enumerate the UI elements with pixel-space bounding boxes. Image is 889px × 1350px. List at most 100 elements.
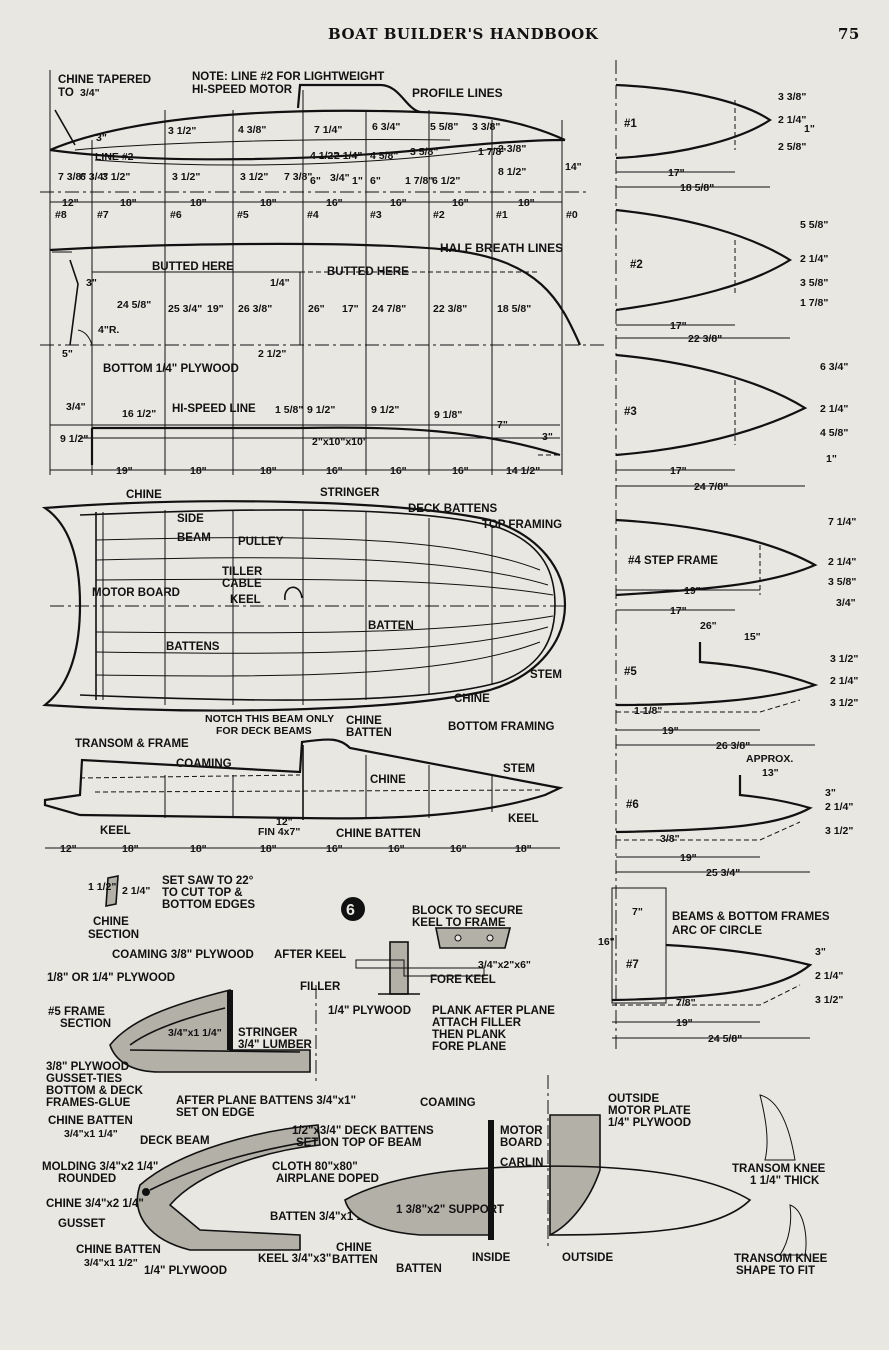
section-3-dim-0: 6 3/4" <box>820 361 848 373</box>
framing-cable-label: CABLE <box>222 578 262 590</box>
profile-lower-dim-5: 7 3/8" <box>284 171 312 183</box>
kb-block-label-2: KEEL TO FRAME <box>412 917 506 929</box>
butted-here-1-label: BUTTED HERE <box>152 261 234 273</box>
f5-gusset-label: GUSSET-TIES <box>46 1073 122 1085</box>
fd-gusset-label: GUSSET <box>58 1218 105 1230</box>
hs-spacing-6: 14 1/2" <box>506 465 540 477</box>
hb-gap-dim: 1/4" <box>270 277 290 289</box>
hs-spacing-5: 16" <box>452 465 469 477</box>
hs-board-dim: 2"x10"x10' <box>312 436 365 448</box>
mb-batten-label: BATTEN <box>332 1254 378 1266</box>
hb-radius-dim: 4"R. <box>98 324 119 336</box>
profile-spacing-3: 18" <box>260 197 277 209</box>
sv-keel-right-label: KEEL <box>508 813 539 825</box>
profile-lower-dim-3: 3 1/2" <box>172 171 200 183</box>
f5-stringer-size: 3/4"x1 1/4" <box>168 1027 222 1039</box>
section-6-dim-1: 3" <box>825 787 836 799</box>
mb-carlin-label: CARLIN <box>500 1157 543 1169</box>
section-7-dim-1: 7" <box>632 906 643 918</box>
kb-plank-label-4: FORE PLANE <box>432 1041 506 1053</box>
mb-knee-thick-label: 1 1/4" THICK <box>750 1175 820 1187</box>
station-sections-column: #1 3 3/8" 2 1/4" 1" 2 5/8" 17" 18 5/8" #… <box>598 60 858 1050</box>
sv-spacing-2: 18" <box>190 843 207 855</box>
sv-spacing-3: 18" <box>260 843 277 855</box>
section-1: #1 3 3/8" 2 1/4" 1" 2 5/8" 17" 18 5/8" <box>615 83 815 194</box>
section-4-dim-6: 26" <box>700 620 717 632</box>
profile-lines-title: PROFILE LINES <box>412 86 503 100</box>
profile-lower-dim-7: 3/4" <box>330 172 350 184</box>
section-6-label: #6 <box>626 799 639 811</box>
kb-fore-keel-label: FORE KEEL <box>430 974 496 986</box>
profile-lower-dim-10: 1 7/8" <box>405 175 433 187</box>
section-1-dim-3: 2 5/8" <box>778 141 806 153</box>
mb-plywood-label: 1/4" PLYWOOD <box>608 1117 691 1129</box>
section-5-dim-5: 19" <box>662 725 679 737</box>
hs-spacing-0: 19" <box>116 465 133 477</box>
section-1-dim-5: 18 5/8" <box>680 182 714 194</box>
framing-keel-label: KEEL <box>230 594 261 606</box>
fd-molding-label-2: ROUNDED <box>58 1173 116 1185</box>
profile-height-dim: 14" <box>565 161 582 173</box>
section-1-dim-1: 2 1/4" <box>778 114 806 126</box>
figure-number: 6 <box>346 902 355 919</box>
mb-outside-label: OUTSIDE <box>608 1093 659 1105</box>
profile-spacing-7: 18" <box>518 197 535 209</box>
station-6: #6 <box>170 209 182 221</box>
profile-lower-dim-1: 6 3/4" <box>80 171 108 183</box>
kb-filler-label: FILLER <box>300 981 341 993</box>
section-2-dim-3: 1 7/8" <box>800 297 828 309</box>
section-5: #5 15" 3 1/2" 2 1/4" 3 1/2" 1 1/8" 19" 2… <box>615 631 858 752</box>
sv-transom-label: TRANSOM & FRAME <box>75 738 189 750</box>
profile-spacing-6: 16" <box>452 197 469 209</box>
mb-inside-label: INSIDE <box>472 1252 511 1264</box>
hs-dim-4: 9 1/2" <box>307 404 335 416</box>
section-2: #2 5 5/8" 2 1/4" 3 5/8" 1 7/8" 17" 22 3/… <box>615 208 828 345</box>
section-4: #4 STEP FRAME 7 1/4" 2 1/4" 3 5/8" 3/4" … <box>615 516 856 632</box>
sv-spacing-6: 16" <box>450 843 467 855</box>
framing-stem-label: STEM <box>530 669 562 681</box>
chine-section-title: CHINE <box>93 916 129 928</box>
section-5-dim-3: 3 1/2" <box>830 697 858 709</box>
profile-lower-dim-9: 6" <box>370 175 381 187</box>
framing-stringer-label: STRINGER <box>320 487 380 499</box>
section-7-dim-4: 3 1/2" <box>815 994 843 1006</box>
hs-dim-5: 9 1/2" <box>371 404 399 416</box>
section-7-dim-6: 19" <box>676 1017 693 1029</box>
bottom-framing-title: BOTTOM FRAMING <box>448 721 555 733</box>
f5-gusset-plywood-label: 3/8" PLYWOOD <box>46 1061 129 1073</box>
hs-dim-7: 7" <box>497 419 508 431</box>
f5-gusset-label-2: BOTTOM & DECK <box>46 1085 144 1097</box>
profile-upper-dim-2: 4 3/8" <box>238 124 266 136</box>
section-2-dim-5: 22 3/8" <box>688 333 722 345</box>
chine-tapered-to-label: TO <box>58 87 74 99</box>
hb-dim-9: 18 5/8" <box>497 303 531 315</box>
section-3-dim-4: 17" <box>670 465 687 477</box>
fd-deck-battens-label: 1/2"x3/4" DECK BATTENS <box>292 1125 434 1137</box>
hb-dim-0: 3" <box>86 277 97 289</box>
f5-coaming-label: COAMING 3/8" PLYWOOD <box>112 949 254 961</box>
hb-dim-3: 19" <box>207 303 224 315</box>
kb-plank-label: PLANK AFTER PLANE <box>432 1005 555 1017</box>
section-3-label: #3 <box>624 406 637 418</box>
kb-block-size: 3/4"x2"x6" <box>478 959 531 971</box>
kb-plank-label-2: ATTACH FILLER <box>432 1017 522 1029</box>
sv-spacing-7: 18" <box>515 843 532 855</box>
half-breadth-title: HALF BREATH LINES <box>440 241 563 255</box>
line2-label: LINE #2 <box>95 151 134 163</box>
section-6: APPROX. #6 13" 3" 2 1/4" 3 1/2" 3/8" 19"… <box>615 753 853 879</box>
kb-plank-label-3: THEN PLANK <box>432 1029 507 1041</box>
section-4-label: #4 STEP FRAME <box>628 555 718 567</box>
profile-lower-dim-8: 1" <box>352 175 363 187</box>
sv-chine-batten-label: CHINE BATTEN <box>336 828 421 840</box>
mb-shape-label: SHAPE TO FIT <box>736 1265 815 1277</box>
sections-note: BEAMS & BOTTOM FRAMES <box>672 911 830 923</box>
section-1-dim-2: 1" <box>804 123 815 135</box>
hs-spacing-3: 16" <box>326 465 343 477</box>
mb-motor-label: MOTOR <box>500 1125 543 1137</box>
profile-upper-dim-1: 3 1/2" <box>168 125 196 137</box>
profile-upper2-dim-2: 4 5/8" <box>370 150 398 162</box>
hi-speed-line-title: HI-SPEED LINE <box>172 403 256 415</box>
section-4-dim-0: 7 1/4" <box>828 516 856 528</box>
sv-fin-label: FIN 4x7" <box>258 826 300 838</box>
f5-stringer-label: STRINGER <box>238 1027 298 1039</box>
